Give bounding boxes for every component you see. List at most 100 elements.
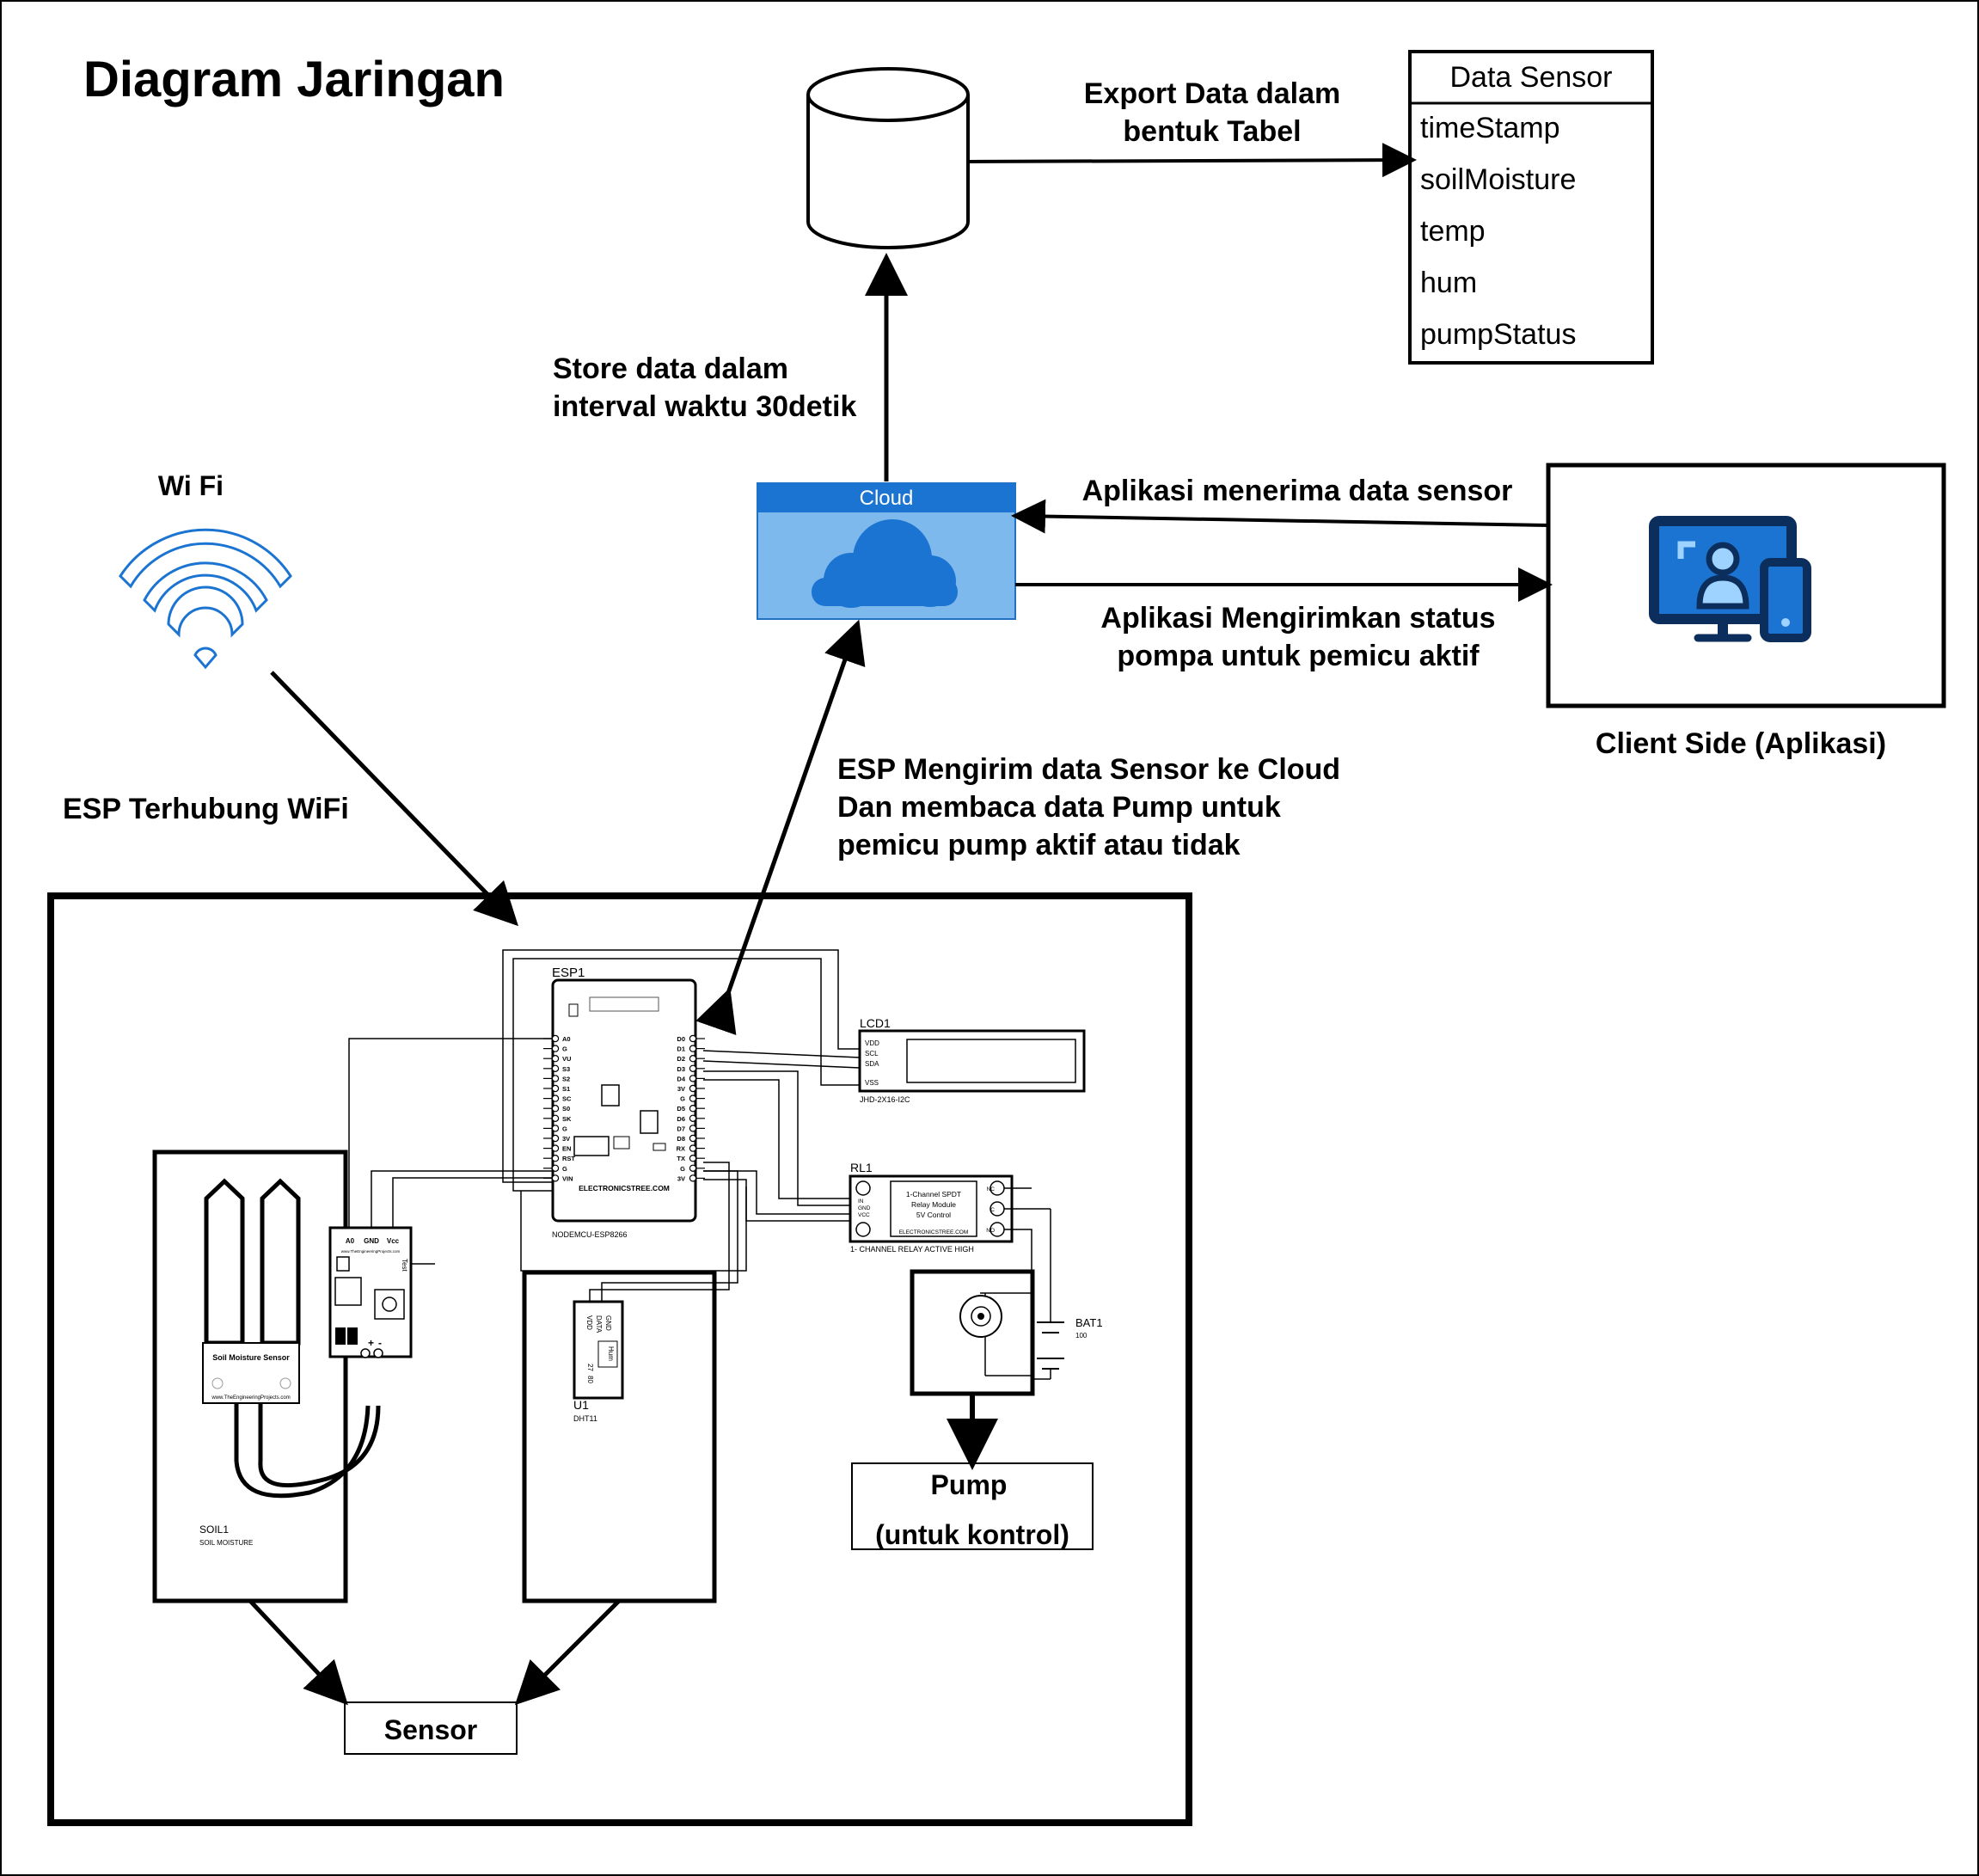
esp-pin-dot [551, 1174, 560, 1182]
relay-text: 1-Channel SPDT [906, 1190, 961, 1199]
table-field: temp [1420, 215, 1486, 248]
esp-pin-dot [689, 1034, 697, 1043]
relay-text: 5V Control [916, 1211, 951, 1219]
esp-pin-label: S3 [562, 1065, 570, 1073]
soil-mod-sign: + [368, 1337, 374, 1349]
esp-pin-dot [551, 1064, 560, 1073]
esp-pin-dot [689, 1164, 697, 1173]
pump-label-line2: (untuk kontrol) [875, 1519, 1069, 1550]
lcd-pin: SCL [865, 1050, 879, 1058]
lcd-module: LCD1 VDD SCL SDA VSS JHD-2X16-I2C [858, 1016, 1086, 1104]
store-label-line1: Store data dalam [553, 353, 788, 385]
store-label-line2: interval waktu 30detik [553, 390, 856, 423]
esp-pin-label: D0 [677, 1035, 685, 1043]
esp-pin-dot [551, 1054, 560, 1063]
hardware-frame [47, 892, 1192, 1826]
esp-pin-dot [551, 1034, 560, 1043]
dht-pin: VDD [585, 1315, 593, 1330]
dht-sensor-box [522, 1270, 717, 1603]
wifi-icon [119, 528, 292, 670]
send-label-line2: pompa untuk pemicu aktif [1117, 640, 1480, 672]
esp-brand: ELECTRONICSTREE.COM [579, 1184, 670, 1192]
esp-pin-label: D2 [677, 1055, 685, 1063]
battery-ref: BAT1 [1075, 1316, 1103, 1329]
wifi-arrow [270, 671, 518, 927]
relay-out-pin: C [990, 1207, 995, 1213]
export-label-line2: bentuk Tabel [1123, 115, 1301, 148]
esp-pin-label: D1 [677, 1045, 685, 1053]
circuit-wires [348, 949, 1051, 1380]
soil-mod-pin: Vcc [387, 1237, 400, 1245]
esp-pin-label: G [562, 1165, 567, 1173]
esp-pin-dot [551, 1125, 560, 1132]
dht-part: DHT11 [573, 1414, 597, 1423]
export-label-line1: Export Data dalam [1084, 77, 1341, 110]
relay-text: Relay Module [911, 1200, 956, 1209]
client-node [1546, 463, 1946, 708]
sensor-label: Sensor [384, 1714, 477, 1745]
esp-pin-label: D4 [677, 1075, 685, 1082]
esp-pin-dot [551, 1075, 560, 1082]
table-field: hum [1420, 267, 1477, 299]
esp-pin-dot [689, 1045, 697, 1052]
relay-out-pin: NO [986, 1228, 995, 1234]
database-icon [806, 67, 970, 249]
esp-pin-label: VIN [562, 1174, 573, 1182]
soil-card-site: www.TheEngineeringProjects.com [211, 1395, 290, 1401]
esp-pin-label: D8 [677, 1135, 685, 1143]
esp-pin-label: D5 [677, 1105, 685, 1113]
esp-pin-label: TX [677, 1155, 685, 1162]
wifi-conn-label: ESP Terhubung WiFi [63, 793, 349, 825]
dht-ref: U1 [573, 1398, 589, 1412]
battery-value: 100 [1075, 1332, 1088, 1340]
relay-out-pin: NC [987, 1186, 996, 1192]
esp-label-line3: pemicu pump aktif atau tidak [837, 829, 1241, 861]
esp-pin-dot [689, 1174, 697, 1182]
soil-part: SOIL MOISTURE [199, 1539, 253, 1547]
esp-pin-label: D7 [677, 1125, 685, 1132]
esp-pin-dot [689, 1104, 697, 1113]
relay-brand: ELECTRONICSTREE.COM [899, 1229, 969, 1235]
esp-pin-label: RST [562, 1155, 575, 1162]
esp-pin-dot [551, 1144, 560, 1152]
esp-pin-dot [689, 1064, 697, 1073]
soil-module: A0 GND Vcc www.TheEngineeringProjects.co… [328, 1226, 435, 1358]
esp-pin-label: 3V [677, 1174, 685, 1182]
esp-pin-dot [689, 1075, 697, 1082]
esp-pin-label: S0 [562, 1105, 570, 1113]
dht11-sensor: VDD DATA GND Hum 27 80 U1 DHT11 [573, 1300, 624, 1423]
table-field: pumpStatus [1420, 318, 1576, 351]
dht-label: 27 [586, 1364, 594, 1371]
table-field: soilMoisture [1420, 163, 1576, 196]
wifi-label: Wi Fi [158, 470, 224, 501]
esp-pin-dot [689, 1094, 697, 1102]
lcd-pin: VDD [865, 1039, 879, 1047]
esp-pin-dot [551, 1104, 560, 1113]
relay-in-pin: VCC [858, 1212, 870, 1218]
soil-mod-site: www.TheEngineeringProjects.com [341, 1249, 401, 1254]
esp-pin-label: 3V [677, 1085, 685, 1093]
soil-mod-pin: A0 [346, 1237, 355, 1245]
esp-pin-dot [689, 1134, 697, 1143]
esp-label-line2: Dan membaca data Pump untuk [837, 791, 1281, 824]
esp-part: NODEMCU-ESP8266 [552, 1230, 628, 1239]
soil-ref: SOIL1 [199, 1523, 229, 1536]
soil-card-label: Soil Moisture Sensor [212, 1353, 290, 1362]
esp-pin-label: RX [677, 1145, 685, 1153]
esp-pin-dot [689, 1125, 697, 1132]
relay-module: RL1 1-Channel SPDT Relay Module 5V Contr… [849, 1161, 1014, 1254]
esp-pin-label: D3 [677, 1065, 685, 1073]
esp-pin-label: D6 [677, 1115, 685, 1123]
export-arrow [967, 143, 1417, 178]
esp-pin-dot [551, 1045, 560, 1052]
esp-pin-label: S1 [562, 1085, 570, 1093]
data-sensor-table: Data Sensor timeStamp soilMoisture temp … [1408, 50, 1654, 365]
esp-pin-dot [551, 1164, 560, 1173]
esp-pin-label: EN [562, 1145, 571, 1153]
lcd-pin: SDA [865, 1060, 879, 1068]
esp-pin-label: G [562, 1125, 567, 1132]
dht-label: 80 [586, 1376, 594, 1383]
dht-label: Hum [607, 1346, 615, 1361]
